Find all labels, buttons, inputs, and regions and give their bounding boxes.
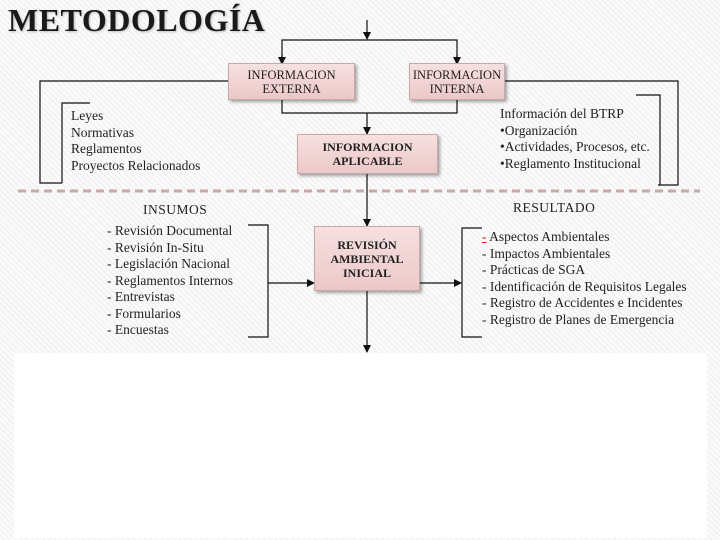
externa-item: Leyes: [71, 108, 104, 123]
interna-title: Información del BTRP: [500, 106, 624, 121]
resultado-item: - Aspectos Ambientales: [482, 229, 687, 246]
insumos-item: - Reglamentos Internos: [107, 272, 233, 288]
insumos-item: - Revisión In-Situ: [107, 239, 204, 255]
interna-item: •Reglamento Institucional: [500, 155, 641, 171]
interna-list: Información del BTRP •Organización •Acti…: [500, 106, 650, 172]
externa-bracket: [39, 80, 228, 184]
resultado-item: - Registro de Planes de Emergencia: [482, 311, 675, 327]
resultado-item-text: Aspectos Ambientales: [486, 229, 610, 244]
resultado-item: - Prácticas de SGA: [482, 262, 586, 277]
top-split-line: [281, 39, 458, 63]
accent-dash: -: [482, 229, 487, 244]
insumos-item: - Legislación Nacional: [107, 256, 230, 271]
externa-item: Normativas: [71, 124, 134, 140]
resultado-item: - Identificación de Requisitos Legales: [482, 278, 687, 294]
insumos-item: - Encuestas: [107, 322, 169, 337]
interna-item: •Organización: [500, 122, 578, 138]
box-revision-ambiental-inicial: REVISIÓN AMBIENTAL INICIAL: [314, 226, 420, 291]
resultado-item: - Registro de Accidentes e Incidentes: [482, 295, 683, 310]
interna-item: •Actividades, Procesos, etc.: [500, 139, 650, 154]
insumos-item: - Formularios: [107, 305, 181, 321]
externa-inner-bracket: [61, 102, 90, 183]
insumos-heading: INSUMOS: [143, 202, 208, 217]
box-informacion-interna: INFORMACION INTERNA: [409, 63, 505, 100]
page-title: METODOLOGÍA: [8, 2, 266, 38]
box-informacion-aplicable: INFORMACION APLICABLE: [297, 134, 438, 174]
box-informacion-externa: INFORMACION EXTERNA: [228, 63, 355, 100]
blank-content-panel: [14, 353, 707, 538]
externa-list: Leyes Normativas Reglamentos Proyectos R…: [71, 108, 200, 174]
interna-bracket: [505, 80, 679, 186]
resultado-list: - Aspectos Ambientales - Impactos Ambien…: [482, 229, 687, 328]
interna-inner-bracket: [636, 94, 661, 185]
externa-item: Proyectos Relacionados: [71, 157, 201, 173]
resultado-heading: RESULTADO: [513, 200, 596, 215]
insumos-bracket: [248, 224, 269, 338]
insumos-list: - Revisión Documental - Revisión In-Situ…: [107, 223, 233, 339]
resultado-item: - Impactos Ambientales: [482, 245, 611, 261]
externa-item: Reglamentos: [71, 141, 142, 156]
insumos-item: - Entrevistas: [107, 289, 175, 304]
merge-line: [281, 100, 458, 114]
insumos-item: - Revisión Documental: [107, 223, 233, 238]
resultado-bracket: [461, 227, 482, 338]
